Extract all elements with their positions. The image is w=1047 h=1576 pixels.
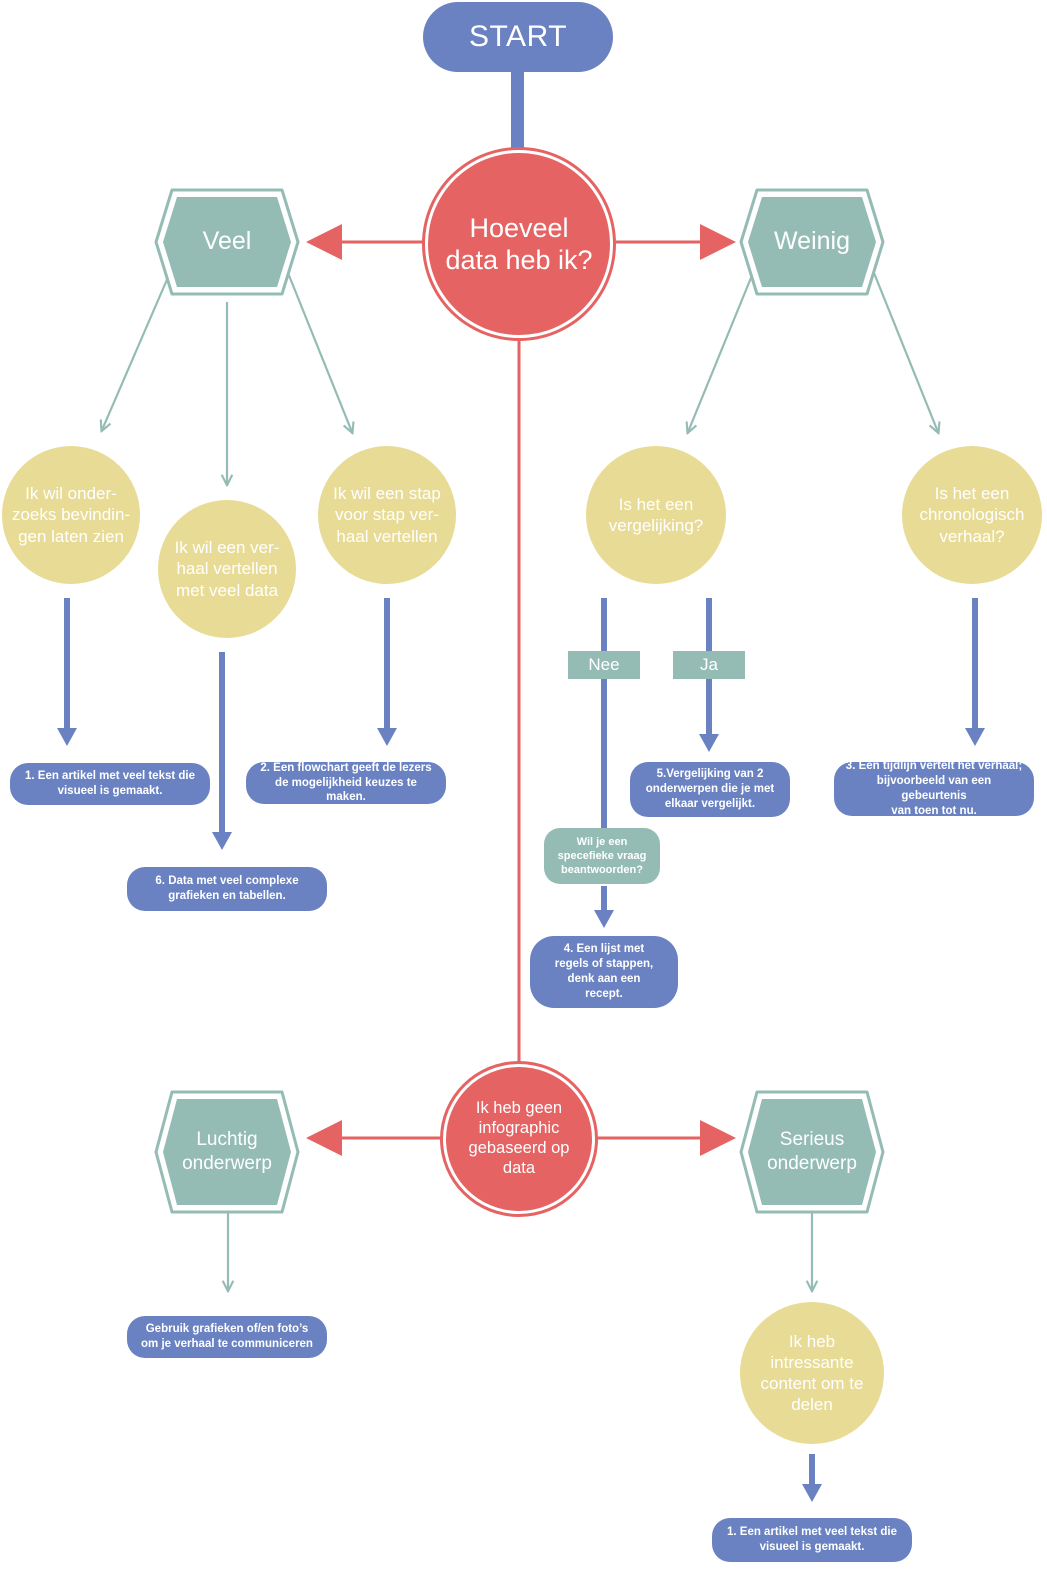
arrow-onderzoek-head bbox=[57, 728, 77, 746]
option-onderzoek: Ik wil onder- zoeks bevindin- gen laten … bbox=[2, 446, 140, 584]
question-specifieke-vraag: Wil je een specefieke vraag beantwoorden… bbox=[544, 828, 660, 884]
result-flowchart: 2. Een flowchart geeft de lezers de moge… bbox=[246, 762, 446, 804]
arrow-ja-head bbox=[699, 734, 719, 752]
question-how-much-data: Hoeveel data heb ik? bbox=[428, 153, 610, 335]
start-connector bbox=[511, 66, 524, 152]
arrow-content-head bbox=[802, 1484, 822, 1502]
hex-weinig-fill bbox=[748, 197, 876, 287]
arrow-content-shaft bbox=[809, 1454, 815, 1486]
result-artikel: 1. Een artikel met veel tekst die visuee… bbox=[10, 763, 210, 805]
branch-weinig: Weinig bbox=[774, 227, 850, 256]
veel-to-onderzoek bbox=[102, 267, 174, 430]
question-chronologisch: Is het een chronologisch verhaal? bbox=[902, 446, 1042, 584]
arrowhead-weinig bbox=[700, 224, 736, 260]
weinig-to-vergelijking bbox=[688, 267, 757, 432]
topic-luchtig: Luchtig onderwerp bbox=[182, 1129, 272, 1174]
hex-luchtig-fill bbox=[163, 1099, 291, 1205]
result-lijst: 4. Een lijst met regels of stappen, denk… bbox=[530, 936, 678, 1008]
option-stap-voor-stap: Ik wil een stap voor stap ver- haal vert… bbox=[318, 446, 456, 584]
result-vergelijking: 5.Vergelijking van 2 onderwerpen die je … bbox=[630, 762, 790, 817]
start-node: START bbox=[423, 2, 613, 72]
result-tijdlijn: 3. Een tijdlijn vertelt het verhaal; bij… bbox=[834, 760, 1034, 817]
arrowhead-veel bbox=[306, 224, 342, 260]
blue-arrows bbox=[57, 598, 985, 1502]
branch-veel: Veel bbox=[202, 227, 252, 256]
arrow-onderzoek-shaft bbox=[64, 598, 70, 728]
topic-serieus: Serieus onderwerp bbox=[767, 1129, 857, 1174]
question-vergelijking: Is het een vergelijking? bbox=[586, 446, 726, 584]
arrow-chronologisch-head bbox=[965, 728, 985, 746]
veel-to-stap bbox=[284, 267, 352, 432]
arrow-stap-head bbox=[377, 728, 397, 746]
result-artikel-serieus: 1. Een artikel met veel tekst die visuee… bbox=[712, 1518, 912, 1562]
arrow-verhaal-shaft bbox=[219, 652, 225, 832]
option-verhaal-veel-data: Ik wil een ver- haal vertellen met veel … bbox=[158, 500, 296, 638]
hexagon-shapes bbox=[154, 188, 885, 1214]
hex-serieus-fill bbox=[748, 1099, 876, 1205]
arrow-chronologisch-shaft bbox=[972, 598, 978, 728]
arrow-specifiek-shaft bbox=[601, 886, 607, 912]
arrow-specifiek-head bbox=[594, 910, 614, 928]
arrowhead-luchtig bbox=[306, 1120, 342, 1156]
arrow-stap-shaft bbox=[384, 598, 390, 728]
nee-line bbox=[601, 598, 607, 830]
label-nee: Nee bbox=[568, 651, 640, 679]
result-grafieken-fotos: Gebruik grafieken of/en foto’s om je ver… bbox=[127, 1316, 327, 1358]
node-geen-data: Ik heb geen infographic gebaseerd op dat… bbox=[446, 1067, 592, 1211]
label-ja: Ja bbox=[673, 651, 745, 679]
hex-veel-fill bbox=[163, 197, 291, 287]
result-complexe-data: 6. Data met veel complexe grafieken en t… bbox=[127, 867, 327, 911]
node-intressante-content: Ik heb intressante content om te delen bbox=[740, 1302, 884, 1444]
weinig-to-chronologisch bbox=[870, 267, 938, 432]
arrow-verhaal-head bbox=[212, 832, 232, 850]
arrowhead-serieus bbox=[700, 1120, 736, 1156]
